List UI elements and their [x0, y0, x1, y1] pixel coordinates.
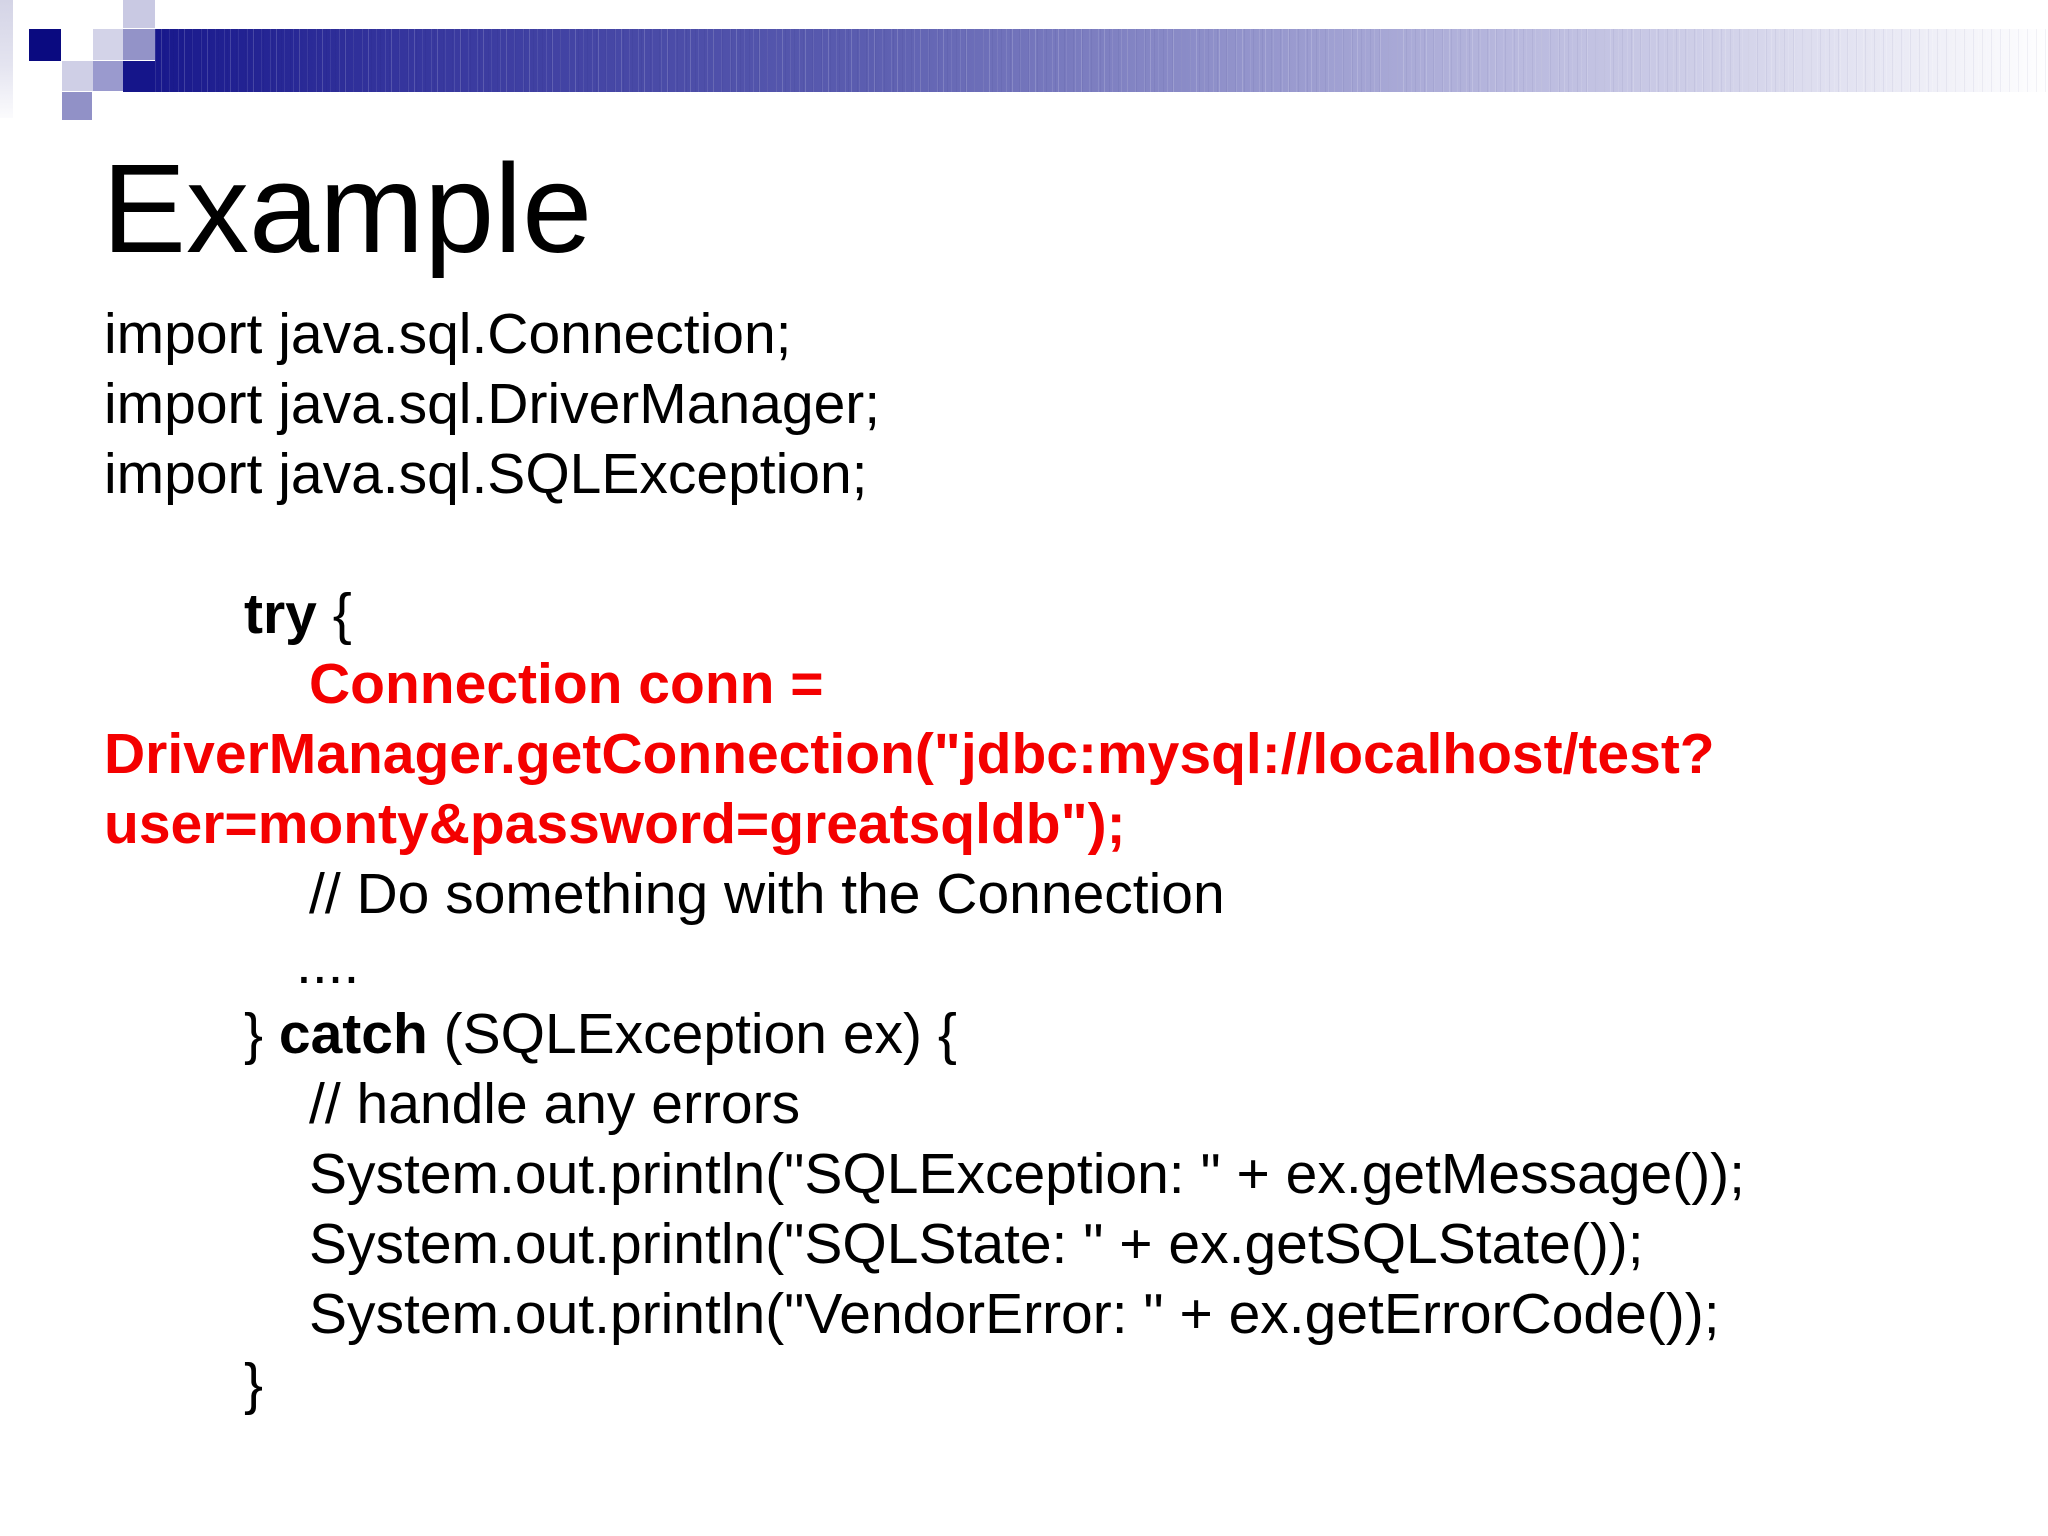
- code-segment-highlight: user=monty&password=greatsqldb");: [104, 792, 1126, 856]
- deco-square-navy: [29, 29, 61, 61]
- code-line: user=monty&password=greatsqldb");: [104, 789, 2004, 859]
- deco-bar-extension: [123, 61, 156, 92]
- code-segment: {: [316, 582, 352, 646]
- code-segment: try: [244, 582, 317, 646]
- code-segment: import java.sql.SQLException;: [104, 442, 868, 506]
- code-segment-highlight: Connection conn =: [309, 652, 824, 716]
- deco-square-mid-c: [62, 92, 92, 120]
- code-line: System.out.println("SQLException: " + ex…: [104, 1139, 2004, 1209]
- code-segment: ....: [296, 932, 360, 996]
- code-segment: System.out.println("SQLException: " + ex…: [309, 1142, 1745, 1206]
- deco-square-light-b: [62, 61, 93, 91]
- code-segment: System.out.println("VendorError: " + ex.…: [309, 1282, 1720, 1346]
- code-segment: import java.sql.Connection;: [104, 302, 792, 366]
- code-block: import java.sql.Connection;import java.s…: [104, 299, 2004, 1419]
- code-segment: (SQLException ex) {: [427, 1002, 957, 1066]
- code-line: import java.sql.Connection;: [104, 299, 2004, 369]
- code-line: import java.sql.SQLException;: [104, 439, 2004, 509]
- code-segment: // handle any errors: [309, 1072, 801, 1136]
- code-segment: import java.sql.DriverManager;: [104, 372, 881, 436]
- code-line: System.out.println("VendorError: " + ex.…: [104, 1279, 2004, 1349]
- code-line: } catch (SQLException ex) {: [104, 999, 2004, 1069]
- slide-title: Example: [102, 138, 593, 279]
- code-segment: }: [244, 1002, 279, 1066]
- code-segment: catch: [278, 1002, 428, 1066]
- code-segment: }: [244, 1352, 264, 1416]
- deco-left-strip: [0, 0, 13, 118]
- header-gradient-bar: [155, 29, 2048, 92]
- deco-square-light-top: [123, 0, 155, 28]
- code-line: // Do something with the Connection: [104, 859, 2004, 929]
- deco-square-light-a: [93, 29, 123, 60]
- code-line: ....: [104, 929, 2004, 999]
- code-line: Connection conn =: [104, 649, 2004, 719]
- code-line: DriverManager.getConnection("jdbc:mysql:…: [104, 719, 2004, 789]
- code-line: [104, 509, 2004, 579]
- code-line: }: [104, 1349, 2004, 1419]
- code-segment: System.out.println("SQLState: " + ex.get…: [309, 1212, 1644, 1276]
- code-line: // handle any errors: [104, 1069, 2004, 1139]
- code-segment-highlight: DriverManager.getConnection("jdbc:mysql:…: [104, 722, 1715, 786]
- deco-square-mid-b: [93, 61, 123, 91]
- code-line: System.out.println("SQLState: " + ex.get…: [104, 1209, 2004, 1279]
- code-line: try {: [104, 579, 2004, 649]
- code-segment: // Do something with the Connection: [309, 862, 1225, 926]
- code-line: import java.sql.DriverManager;: [104, 369, 2004, 439]
- deco-square-mid-a: [123, 29, 155, 60]
